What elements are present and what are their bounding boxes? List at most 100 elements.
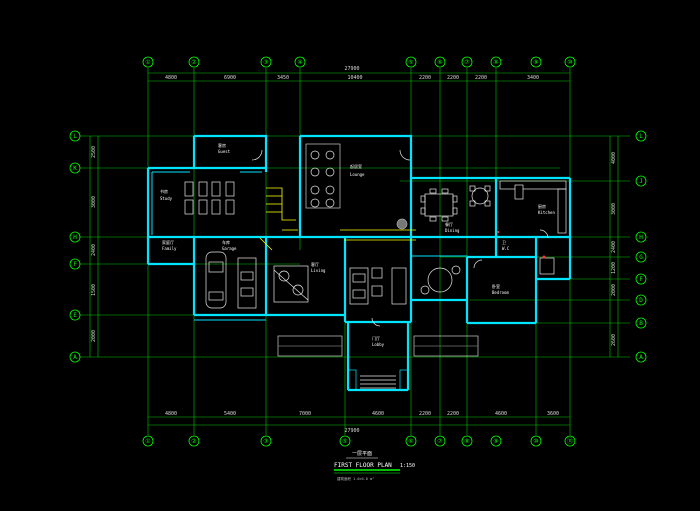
- svg-text:⑩: ⑩: [567, 59, 572, 66]
- room-label-wc: W.C: [502, 246, 510, 251]
- drawing-title-cn: 一层平面: [352, 451, 372, 457]
- room-name-dining: 餐厅: [445, 221, 453, 227]
- drawing-title-en: FIRST FLOOR PLAN: [334, 462, 392, 469]
- room-label-garage: Garage: [222, 246, 237, 251]
- axis-bubble: F: [635, 273, 647, 285]
- axis-bubble: ④: [294, 56, 306, 68]
- svg-text:③: ③: [263, 438, 268, 445]
- svg-text:G: G: [639, 254, 643, 261]
- svg-text:A: A: [639, 354, 643, 361]
- axis-bubble: L: [69, 130, 81, 142]
- room-name-bedroom: 卧室: [492, 283, 500, 289]
- axis-bubble: A: [69, 351, 81, 363]
- top-dimension-texts: 27900 4800 6900 3450 10400 2200 2200 220…: [165, 66, 539, 81]
- room-label-guest: Guest: [218, 149, 231, 154]
- axis-bubble: ⑨: [530, 56, 542, 68]
- left-dim-5: 2000: [91, 330, 97, 342]
- bottom-dim-7: 4600: [495, 411, 507, 417]
- room-label-lounge: Lounge: [350, 172, 365, 177]
- axis-bubble: A: [635, 351, 647, 363]
- svg-text:⑥: ⑥: [408, 438, 413, 445]
- axis-bubble: H: [69, 231, 81, 243]
- axis-bubble: ①: [142, 56, 154, 68]
- furniture: [184, 143, 567, 391]
- room-name-kitchen: 厨房: [538, 203, 546, 209]
- left-dimension-texts: 2500 3000 2400 1500 2000: [91, 146, 97, 342]
- room-label-study: Study: [160, 196, 173, 201]
- axis-bubble: ⑦: [434, 435, 446, 447]
- top-dim-6: 2200: [447, 75, 459, 81]
- axis-bubble: ⑧: [490, 56, 502, 68]
- room-label-family: Family: [162, 246, 177, 251]
- svg-text:A: A: [73, 354, 77, 361]
- axis-bubble: E: [69, 309, 81, 321]
- svg-text:L: L: [639, 133, 643, 140]
- drawing-scale: 1:150: [400, 463, 415, 469]
- svg-text:③: ③: [263, 59, 268, 66]
- svg-text:①: ①: [145, 59, 150, 66]
- axis-bubble: H: [635, 231, 647, 243]
- axis-bubble: ⑪: [564, 435, 576, 447]
- top-dim-3: 3450: [277, 75, 289, 81]
- bottom-total-dimension: 27900: [344, 428, 359, 434]
- top-dim-1: 4800: [165, 75, 177, 81]
- right-dim-6: 2600: [611, 334, 617, 346]
- bottom-dim-8: 3600: [547, 411, 559, 417]
- top-dim-7: 2200: [475, 75, 487, 81]
- axis-bubble: ⑤: [339, 435, 351, 447]
- right-dim-5: 2000: [611, 284, 617, 296]
- svg-text:⑤: ⑤: [408, 59, 413, 66]
- drawing-subnote: 建筑面积 1.0×0.0 m²: [337, 476, 374, 481]
- top-axis-bubbles: ① ② ③ ④ ⑤ ⑥ ⑦ ⑧ ⑨ ⑩: [142, 56, 576, 68]
- room-label-living: Living: [311, 268, 326, 273]
- bottom-dim-4: 4600: [372, 411, 384, 417]
- inner-partitions: [151, 171, 467, 321]
- right-dim-2: 3000: [611, 203, 617, 215]
- svg-text:⑦: ⑦: [464, 59, 469, 66]
- bottom-axis-bubbles: ① ② ③ ⑤ ⑥ ⑦ ⑧ ⑨ ⑩ ⑪: [142, 435, 576, 447]
- right-axis-bubbles: L J H G F D B A: [635, 130, 647, 363]
- room-name-family: 家庭厅: [162, 239, 174, 245]
- axis-bubble: ⑩: [530, 435, 542, 447]
- room-name-living: 客厅: [311, 261, 319, 267]
- staircase: [259, 187, 416, 251]
- svg-text:①: ①: [145, 438, 150, 445]
- dimension-lines: [89, 72, 619, 426]
- axis-bubble: ②: [188, 435, 200, 447]
- svg-text:②: ②: [191, 438, 196, 445]
- room-label-kitchen: Kitchen: [538, 210, 555, 215]
- svg-text:⑤: ⑤: [342, 438, 347, 445]
- bottom-dim-1: 4800: [165, 411, 177, 417]
- axis-bubble: D: [635, 294, 647, 306]
- axis-bubble: B: [635, 317, 647, 329]
- svg-text:②: ②: [191, 59, 196, 66]
- svg-text:⑨: ⑨: [493, 438, 498, 445]
- bottom-dimension-texts: 4800 5400 7000 4600 2200 2200 4600 3600 …: [165, 411, 559, 434]
- room-name-study: 书房: [160, 188, 168, 194]
- top-dim-5: 2200: [419, 75, 431, 81]
- left-axis-bubbles: L K H F E A: [69, 130, 81, 363]
- room-name-garage: 车库: [222, 239, 230, 245]
- red-marks: [496, 230, 546, 259]
- room-name-lounge: 起居室: [350, 163, 362, 169]
- svg-text:L: L: [73, 133, 77, 140]
- axis-bubble: ⑥: [405, 435, 417, 447]
- bottom-dim-3: 7000: [299, 411, 311, 417]
- svg-text:⑦: ⑦: [437, 438, 442, 445]
- axis-bubble: L: [635, 130, 647, 142]
- axis-bubble: K: [69, 162, 81, 174]
- bottom-dim-6: 2200: [447, 411, 459, 417]
- right-dimension-texts: 4000 3000 2400 1200 2000 2600: [611, 152, 617, 346]
- svg-text:B: B: [639, 320, 643, 327]
- axis-bubble: ⑤: [405, 56, 417, 68]
- bottom-dim-5: 2200: [419, 411, 431, 417]
- room-label-bedroom: Bedroom: [492, 290, 509, 295]
- svg-text:H: H: [73, 234, 77, 241]
- room-labels: 客房 Guest 书房 Study 家庭厅 Family 起居室 Lounge …: [160, 142, 555, 347]
- axis-bubble: ⑩: [564, 56, 576, 68]
- axis-bubble: J: [635, 175, 647, 187]
- axis-bubble: ③: [260, 56, 272, 68]
- svg-text:E: E: [73, 312, 77, 319]
- right-dim-3: 2400: [611, 241, 617, 253]
